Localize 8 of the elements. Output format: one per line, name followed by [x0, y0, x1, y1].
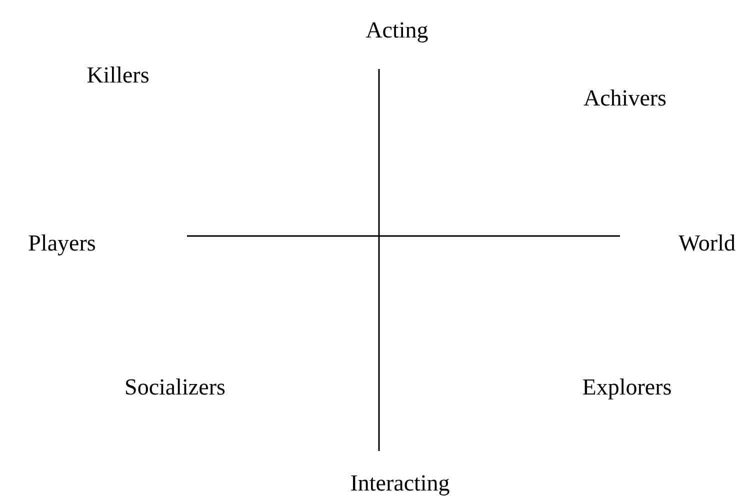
axis-label: Killers	[86, 62, 150, 88]
axis-label: Achivers	[583, 85, 667, 111]
axis-label: Socializers	[124, 374, 226, 400]
axis-label: Explorers	[582, 374, 672, 400]
axis-label: World	[678, 230, 736, 256]
axis-label: Players	[28, 230, 96, 256]
axis-label: Acting	[366, 17, 428, 43]
axis-label: Interacting	[350, 470, 450, 496]
